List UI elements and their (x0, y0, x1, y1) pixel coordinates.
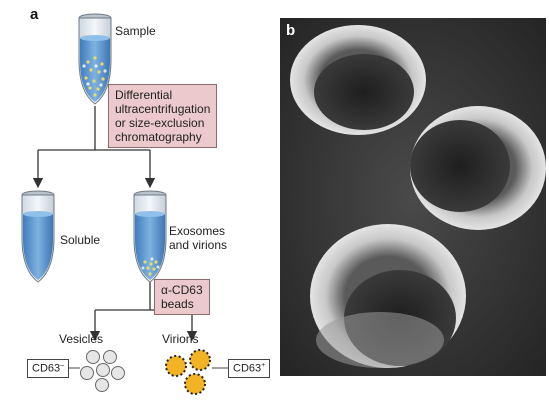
separation-line-2: ultracentrifugation (115, 102, 211, 116)
cd63-neg-sup: – (60, 362, 65, 369)
vesicle-top (290, 25, 426, 135)
soluble-tube (21, 190, 55, 283)
cd63-neg-text: CD63 (32, 362, 61, 375)
vesicle (103, 350, 117, 364)
beads-line-1: α-CD63 (161, 283, 203, 297)
exosomes-line-2: and virions (169, 238, 228, 252)
vesicle (86, 350, 100, 364)
sample-tube (78, 13, 112, 105)
electron-micrograph (280, 18, 546, 376)
vesicle-right (410, 106, 546, 230)
separation-line-1: Differential (115, 88, 173, 102)
vesicle (95, 378, 109, 392)
sample-label: Sample (115, 24, 156, 38)
virion (184, 373, 206, 395)
cd63-pos-text: CD63 (233, 362, 262, 375)
exosomes-tube (133, 190, 167, 283)
cd63-negative-box: CD63– (27, 359, 70, 378)
vesicles-label: Vesicles (59, 332, 104, 346)
virion-cluster (165, 349, 211, 395)
soluble-label: Soluble (60, 233, 101, 247)
panel-b-label: b (286, 22, 296, 39)
vesicle (96, 363, 110, 377)
vesicle-bottom (310, 224, 466, 368)
workflow-diagram (21, 13, 228, 395)
panel-a-label: a (30, 6, 39, 23)
beads-line-2: beads (161, 297, 194, 311)
virion (189, 349, 211, 371)
virions-label: Virions (162, 332, 199, 346)
exosomes-line-1: Exosomes (169, 224, 226, 238)
vesicle-cluster (80, 350, 125, 392)
separation-line-3: or size-exclusion (115, 116, 205, 130)
beads-box: α-CD63 beads (154, 279, 210, 315)
exosomes-label: Exosomes and virions (169, 224, 227, 252)
separation-method-box: Differential ultracentrifugation or size… (108, 84, 218, 148)
cd63-positive-box: CD63+ (228, 359, 271, 378)
vesicle (111, 366, 125, 380)
cd63-pos-sup: + (261, 362, 266, 369)
virion (165, 355, 187, 377)
vesicle (80, 366, 94, 380)
separation-line-4: chromatography (115, 130, 202, 144)
